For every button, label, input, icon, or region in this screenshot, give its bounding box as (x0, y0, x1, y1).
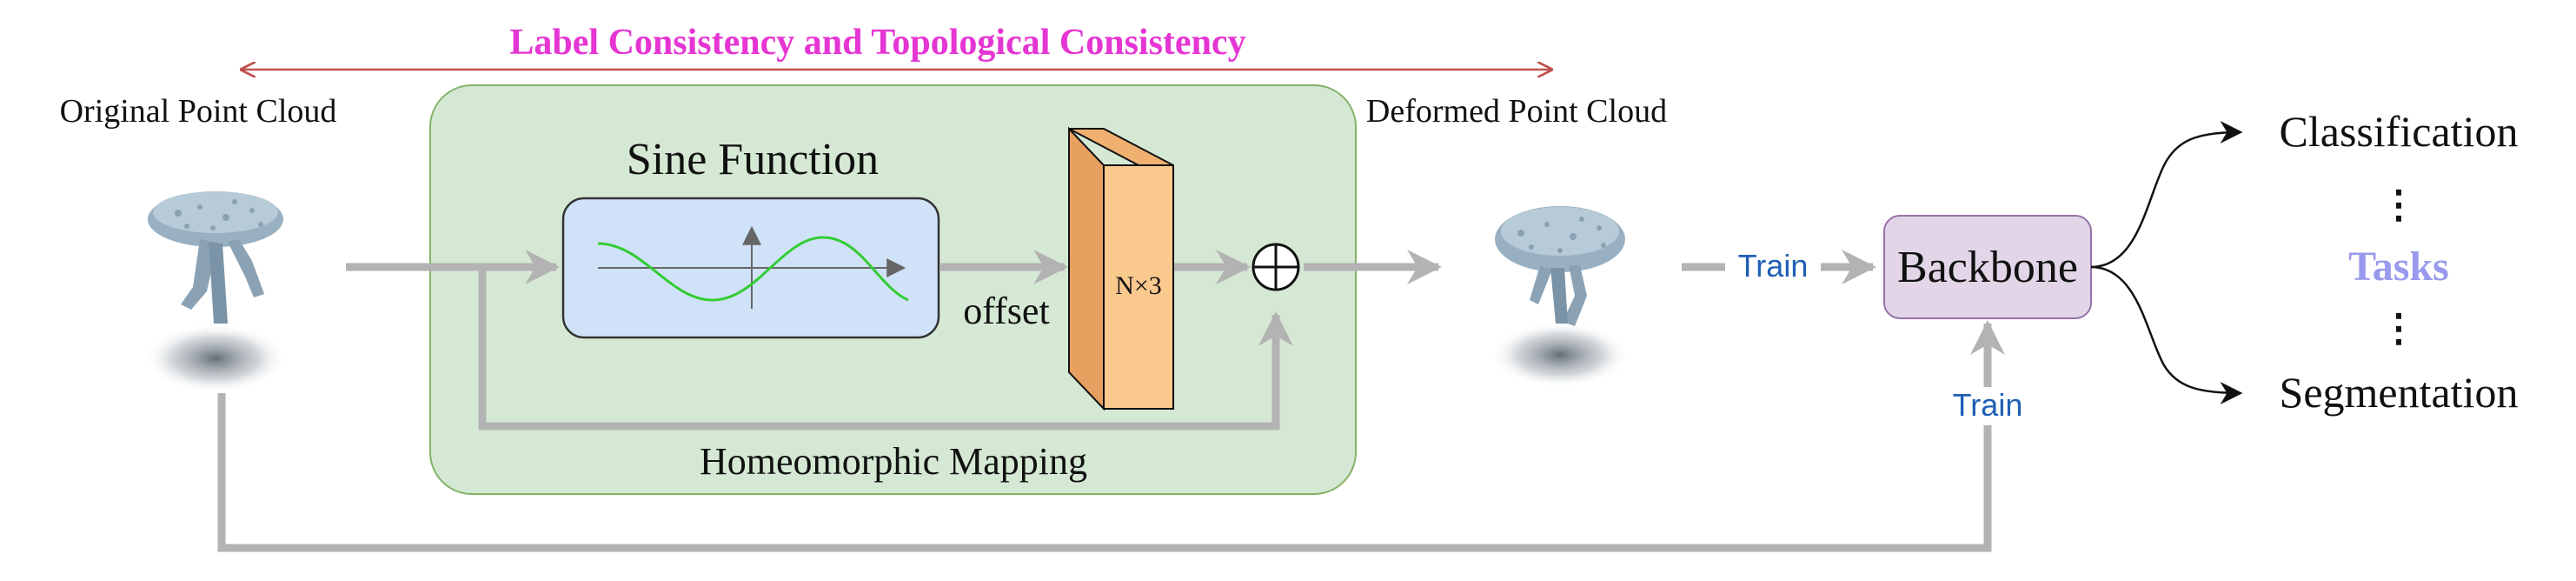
branch-arrow-classification (2090, 121, 2243, 269)
dots-bottom: ⋮ (2380, 307, 2418, 350)
sine-plot-icon (597, 225, 909, 309)
skip-connection-arrow (478, 267, 1293, 431)
classification-label: Classification (2280, 107, 2519, 156)
circled-plus-icon (1251, 243, 1300, 291)
original-point-cloud-icon (144, 191, 287, 393)
train-label-top: Train (1738, 248, 1809, 284)
branch-arrow-segmentation (2090, 265, 2243, 404)
tensor-label: N×3 (1115, 271, 1162, 300)
sine-function-label: Sine Function (627, 135, 879, 184)
dots-top: ⋮ (2380, 184, 2418, 226)
tensor-cuboid (1068, 126, 1174, 411)
original-point-cloud-label: Original Point Cloud (60, 93, 337, 130)
deformed-point-cloud-icon (1490, 206, 1630, 388)
train-label-bottom: Train (1953, 387, 2023, 423)
backbone-label: Backbone (1897, 243, 2078, 292)
original-to-backbone-arrow (217, 320, 2005, 552)
homeomorphic-label: Homeomorphic Mapping (700, 440, 1087, 483)
tasks-label: Tasks (2348, 244, 2449, 290)
title-label: Label Consistency and Topological Consis… (509, 23, 1245, 63)
deformed-point-cloud-label: Deformed Point Cloud (1366, 93, 1667, 130)
offset-label: offset (963, 290, 1049, 332)
segmentation-label: Segmentation (2280, 368, 2519, 417)
